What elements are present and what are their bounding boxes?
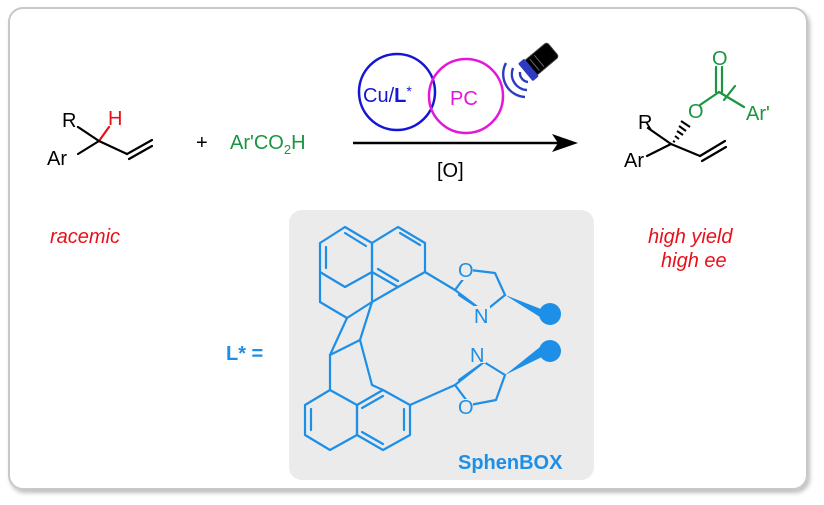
product-R: R (638, 112, 652, 134)
wedge-bond-top (505, 295, 546, 317)
racemic-label: racemic (50, 226, 120, 248)
sphenbox-name: SphenBOX (458, 452, 563, 474)
oxazoline-N-bottom: N (470, 345, 484, 367)
pc-label: PC (450, 88, 478, 110)
plus-sign: + (196, 132, 208, 154)
oxazoline-O-bottom: O (458, 397, 474, 419)
carboxylic-acid: Ar'CO2H (230, 132, 306, 157)
product-Ar: Ar (624, 150, 644, 172)
oxidant-label: [O] (437, 160, 464, 182)
photocatalyst-circle (427, 57, 505, 135)
ligand-panel (289, 210, 594, 480)
reactant-structure (76, 125, 154, 161)
oxazoline-N-top: N (474, 306, 488, 328)
reactant-R: R (62, 110, 76, 132)
reactant-Ar: Ar (47, 148, 67, 170)
hashed-wedge-bond (672, 120, 691, 143)
ligand-label: L* = (226, 343, 263, 365)
substituent-bottom (539, 340, 561, 362)
outcome-yield: high yield (648, 226, 733, 248)
cu-catalyst-circle (357, 52, 437, 132)
sphenbox-structure (303, 225, 507, 452)
oxazoline-O-top: O (458, 260, 474, 282)
wedge-bond-bottom (505, 347, 546, 375)
light-source-icon (501, 42, 559, 99)
product-Ar-prime: Ar' (746, 103, 770, 125)
product-structure (645, 65, 746, 163)
arrow-head (552, 134, 578, 152)
substituent-top (539, 303, 561, 325)
outcome-ee: high ee (661, 250, 727, 272)
cu-ligand-label: Cu/L* (363, 83, 412, 107)
carbonyl-oxygen: O (712, 48, 728, 70)
reactant-H: H (108, 108, 122, 130)
ester-oxygen: O (688, 101, 704, 123)
